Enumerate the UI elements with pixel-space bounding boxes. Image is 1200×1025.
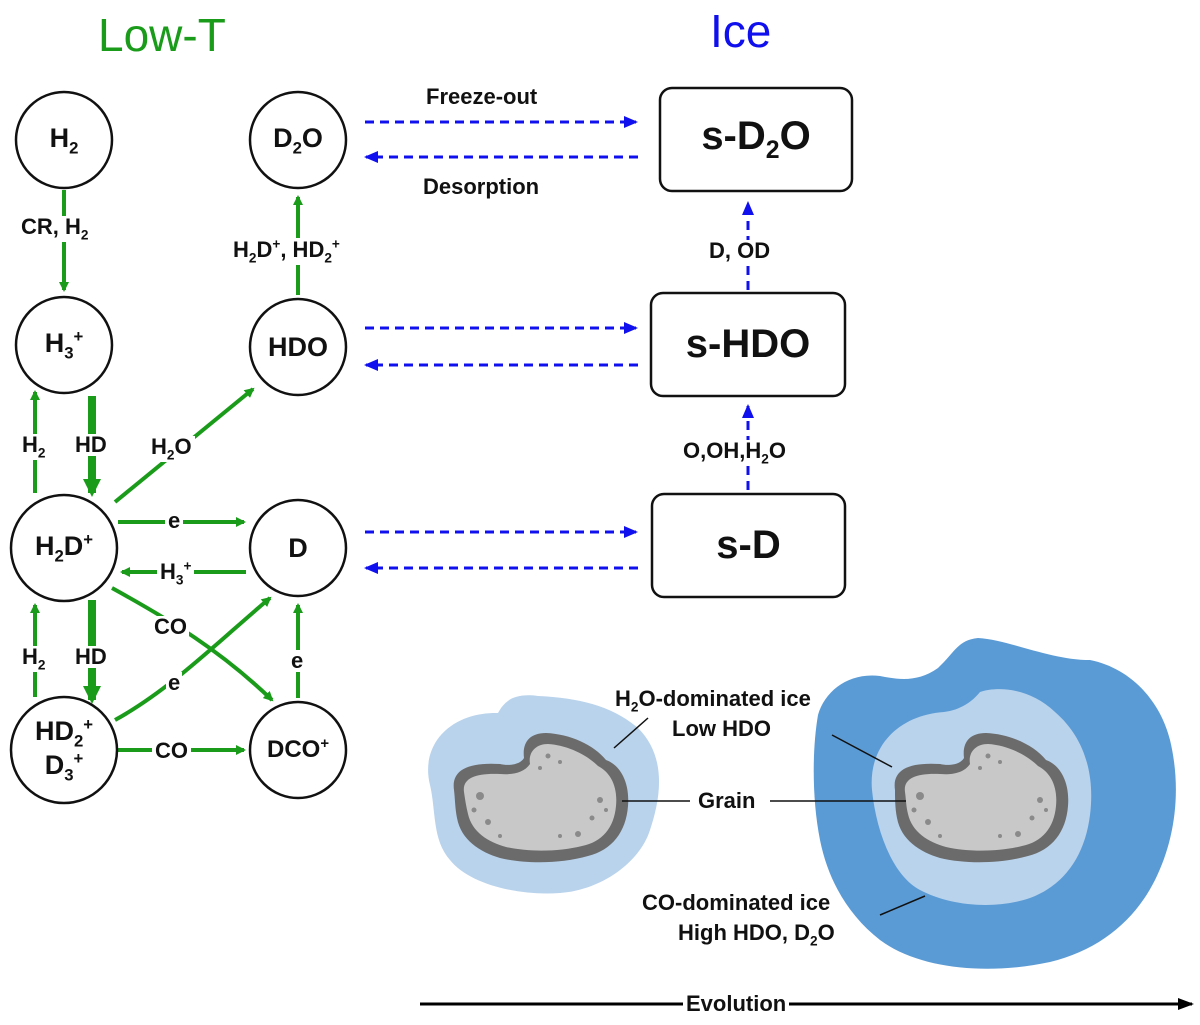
label-e-to-d: e: [165, 510, 184, 532]
label-cr-h2: CR, H2: [18, 216, 92, 243]
label-d-od: D, OD: [706, 240, 774, 262]
large-grain-core: [904, 744, 1057, 851]
circle-hdo: [248, 297, 348, 397]
label-hd-down-1: HD: [72, 434, 110, 456]
arrow-h2dp-to-dcop: [111, 586, 274, 702]
label-h2dp-hd2p: H2D+, HD2+: [230, 238, 343, 266]
label-co-cross: CO: [152, 614, 189, 639]
species-d: D: [288, 532, 308, 563]
ice-header: Ice: [710, 5, 772, 57]
label-h2o-dominated-ice: H2O-dominated ice: [615, 686, 811, 715]
label-desorption: Desorption: [423, 174, 540, 199]
species-hdo: HDO: [268, 331, 328, 362]
species-circles: [9, 90, 348, 805]
circle-h2dp: [9, 493, 119, 603]
circle-hd2p: [9, 695, 119, 805]
label-co-bottom: CO: [152, 740, 191, 762]
ice-s-d: s-D: [716, 523, 781, 567]
species-h2dp: H2D+: [34, 530, 94, 566]
species-hd2p-d3p: HD2+D3+: [34, 715, 94, 785]
label-high-hdo-d2o: High HDO, D2O: [678, 920, 835, 949]
species-d2o: D2O: [273, 122, 323, 157]
label-e-cross: e: [166, 670, 183, 695]
label-hd-down-2: HD: [72, 646, 110, 668]
box-s-hdo: [649, 291, 847, 398]
large-grain-illustration: [813, 638, 1176, 969]
label-e-up: e: [288, 650, 307, 672]
label-o-oh-h2o: O,OH,H2O: [680, 440, 789, 467]
circle-d2o: [248, 90, 348, 190]
arrow-hd2p-to-d: [114, 596, 272, 722]
ice-s-hdo: s-HDO: [685, 322, 811, 366]
species-dcop: DCO+: [266, 736, 330, 764]
label-co-dominated-ice: CO-dominated ice: [642, 890, 831, 915]
label-h2-up-1: H2: [19, 434, 49, 461]
circle-dcop: [248, 700, 348, 800]
low-t-header: Low-T: [98, 9, 226, 61]
species-h3p: H3+: [44, 327, 84, 363]
label-h2-up-2: H2: [19, 646, 49, 673]
label-grain: Grain: [698, 788, 756, 813]
leader-lines: [613, 717, 926, 916]
box-s-d: [650, 492, 847, 599]
ice-s-d2o: s-D2O: [701, 114, 811, 164]
label-evolution: Evolution: [683, 993, 790, 1015]
circle-h3p: [14, 295, 114, 395]
circle-d: [248, 498, 348, 598]
label-h2o: H2O: [148, 436, 195, 463]
label-freeze-out: Freeze-out: [426, 84, 538, 109]
species-h2: H2: [49, 122, 79, 157]
label-h3p-back: H3+: [157, 560, 195, 588]
small-grain-illustration: [428, 695, 660, 894]
box-s-d2o: [658, 86, 854, 193]
label-low-hdo: Low HDO: [672, 716, 771, 741]
small-grain-core: [463, 744, 617, 851]
ice-boxes: [649, 86, 854, 599]
circle-h2: [14, 90, 114, 190]
blue-arrows: [364, 116, 754, 574]
